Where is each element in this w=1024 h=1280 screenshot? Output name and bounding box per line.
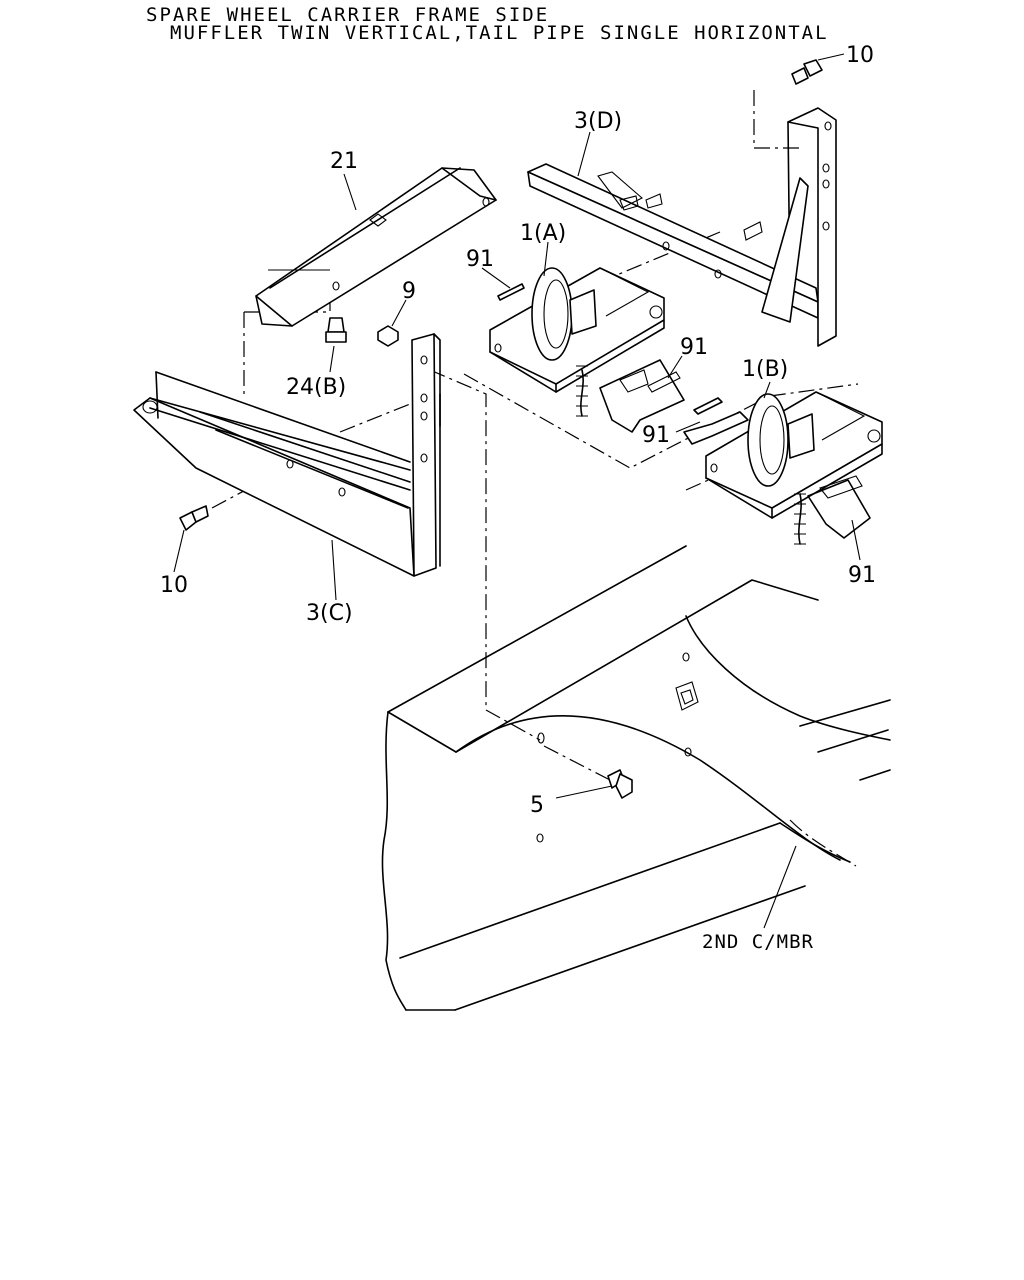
bolt-10-left (179, 505, 209, 531)
bracket-3c (133, 333, 441, 577)
callout-plate: 21 (330, 149, 358, 174)
bolt-24b (325, 317, 347, 343)
callout-bracket-right: 3(D) (574, 109, 622, 134)
diagram-subtitle: MUFFLER TWIN VERTICAL,TAIL PIPE SINGLE H… (170, 22, 829, 44)
bolt-5 (607, 769, 633, 799)
pin-91-a (497, 283, 525, 301)
diagram-title: SPARE WHEEL CARRIER FRAME SIDE (146, 4, 550, 26)
winch-1a (489, 267, 665, 417)
callout-clip-left-b: 91 (642, 423, 670, 448)
bolt-10-top (791, 59, 823, 85)
callout-nut: 9 (402, 279, 416, 304)
callout-bolt-frame: 5 (530, 793, 544, 818)
callout-crossmember: 2ND C/MBR (702, 931, 814, 953)
callout-pin-a: 91 (466, 247, 494, 272)
callout-winch-a: 1(A) (520, 221, 566, 246)
callout-bracket-left: 3(C) (306, 601, 353, 626)
clip-91-left-b (683, 397, 749, 445)
clip-91-mid (599, 359, 685, 433)
frame-rail (381, 545, 891, 1011)
clip-91-right-b (807, 475, 871, 539)
callout-clip-mid: 91 (680, 335, 708, 360)
callout-bolt-plate: 24(B) (286, 375, 346, 400)
callout-clip-right-b: 91 (848, 563, 876, 588)
callout-winch-b: 1(B) (742, 357, 788, 382)
bracket-3d (527, 107, 837, 347)
leader-lines (173, 53, 861, 929)
cover-plate (255, 167, 497, 327)
callout-bolt-left: 10 (160, 573, 188, 598)
winch-1b (705, 391, 883, 545)
callout-bolt-top-right: 10 (846, 43, 874, 68)
nut-9 (377, 325, 399, 347)
